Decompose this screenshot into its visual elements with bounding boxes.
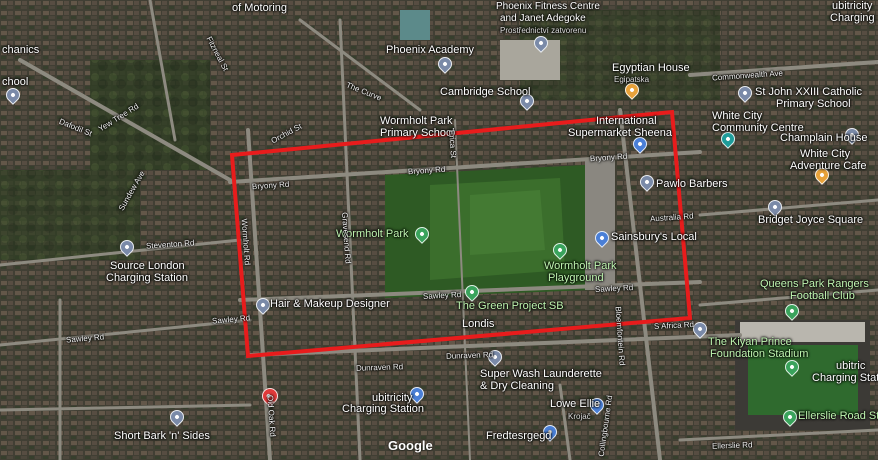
map-label: Bridget Joyce Square bbox=[758, 214, 864, 226]
map-label: Pawlo Barbers bbox=[656, 178, 728, 190]
map-label: Phoenix Academy bbox=[386, 44, 475, 56]
map-label: Charging Station bbox=[106, 272, 188, 284]
map-label: Egyptian House bbox=[612, 62, 690, 74]
map-label: & Dry Cleaning bbox=[480, 380, 554, 392]
map-label: Egipatska bbox=[614, 75, 650, 84]
map-label: Charging Stat bbox=[812, 372, 878, 384]
map-label: of Motoring bbox=[232, 2, 288, 14]
google-logo: Google bbox=[388, 438, 433, 453]
map-label: Source London bbox=[110, 260, 185, 272]
road-label: Erica St bbox=[447, 129, 458, 159]
map-label: Wormholt Park bbox=[380, 115, 453, 127]
map-label: Phoenix Fitness Centre bbox=[496, 1, 600, 12]
map-label: chanics bbox=[2, 44, 40, 56]
map-label: Foundation Stadium bbox=[710, 348, 809, 360]
map-label: Wormholt Park bbox=[336, 228, 409, 240]
map-label: Charging bbox=[830, 12, 875, 24]
map-label: Champlain House bbox=[780, 132, 868, 144]
map-label: Fredtesrgegd bbox=[486, 430, 552, 442]
map-label: International bbox=[596, 115, 657, 127]
map-label: Playground bbox=[548, 272, 604, 284]
map-label: Primary School bbox=[380, 127, 455, 139]
map-label: Charging Station bbox=[342, 403, 424, 415]
road-label: Sawley Rd bbox=[594, 283, 634, 294]
map-label: Short Bark 'n' Sides bbox=[114, 430, 210, 442]
map-label: Super Wash Launderette bbox=[480, 368, 602, 380]
map-label: Prostřednictví zatvorenu bbox=[500, 26, 587, 35]
map-label: Wormholt Park bbox=[544, 260, 617, 272]
map-label: Community Centre bbox=[712, 122, 804, 134]
map-label: Londis bbox=[462, 318, 495, 330]
road-label: S Africa Rd bbox=[653, 319, 695, 332]
map-label: Cambridge School bbox=[440, 86, 531, 98]
map-label: Ellerslie Road Stand bbox=[798, 410, 878, 422]
map-label: The Kiyan Prince bbox=[708, 336, 792, 348]
map-label: Football Club bbox=[790, 290, 855, 302]
map-label: St John XXIII Catholic bbox=[755, 86, 862, 98]
road-label: Dunraven Rd bbox=[355, 362, 404, 373]
map-label: Queens Park Rangers bbox=[760, 278, 869, 290]
map-label: Krojač bbox=[568, 412, 591, 421]
map-label: Adventure Cafe bbox=[790, 160, 867, 172]
road-label: Ellerslie Rd bbox=[711, 440, 753, 451]
map-label: Hair & Makeup Designer bbox=[270, 298, 390, 310]
map-label: Lowe Ellie bbox=[550, 398, 601, 410]
road-label: Dunraven Rd bbox=[445, 350, 494, 361]
map-label: chool bbox=[2, 76, 29, 88]
map-label: ubitricity bbox=[832, 0, 873, 12]
map-label: Supermarket Sheena bbox=[568, 127, 672, 139]
map-label: Primary School bbox=[776, 98, 851, 110]
map-label: White City bbox=[800, 148, 851, 160]
map-label: Sainsbury's Local bbox=[611, 231, 697, 243]
map-label: White City bbox=[712, 110, 763, 122]
map-label: and Janet Adegoke bbox=[500, 13, 586, 24]
map-label: The Green Project SB bbox=[456, 300, 564, 312]
map-label: ubitric bbox=[836, 360, 866, 372]
map-label: ubitricity bbox=[372, 392, 413, 404]
